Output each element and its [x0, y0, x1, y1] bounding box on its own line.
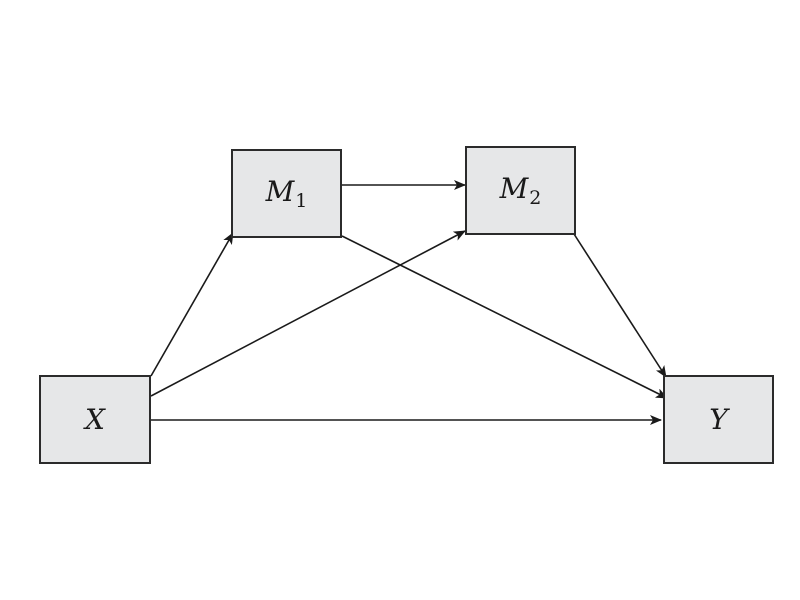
node-x-label: X [85, 403, 105, 436]
node-x: X [39, 375, 151, 464]
arrow-m1-to-y [341, 235, 668, 399]
node-m2: M2 [465, 146, 576, 235]
node-m2-label: M2 [499, 172, 542, 209]
node-m1-label: M1 [265, 175, 308, 212]
node-y-label: Y [709, 403, 728, 436]
node-y: Y [663, 375, 774, 464]
arrow-m2-to-y [573, 233, 667, 378]
arrow-x-to-m1 [150, 232, 234, 377]
node-m1: M1 [231, 149, 342, 238]
arrow-x-to-m2 [150, 230, 466, 397]
